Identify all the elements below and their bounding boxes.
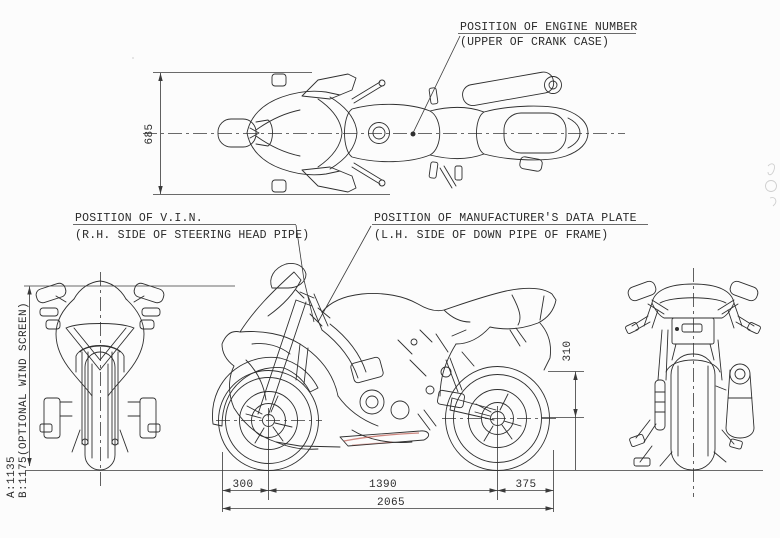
swingarm-side bbox=[445, 357, 497, 421]
rear-view-drawing bbox=[625, 280, 761, 471]
front-fairing bbox=[55, 298, 145, 397]
headlight-vee bbox=[65, 323, 135, 371]
dim-tail-section-height: 310 bbox=[562, 340, 574, 361]
dim-overall-height-a: A:1135 bbox=[6, 456, 18, 498]
fuel-cap bbox=[368, 122, 390, 144]
tail-cowl-rear bbox=[651, 283, 735, 319]
right-bar-end bbox=[141, 307, 161, 317]
tank-seat-tail-line bbox=[321, 287, 557, 345]
right-mirror-top bbox=[301, 166, 357, 193]
dim-310-group: 310 bbox=[541, 340, 584, 470]
rear-tire-rear bbox=[670, 353, 716, 471]
grab-rail-top bbox=[503, 112, 567, 154]
right-mirror-rear bbox=[729, 280, 759, 302]
exhaust-side bbox=[299, 430, 430, 448]
callout-engine-number: POSITION OF ENGINE NUMBER (UPPER OF CRAN… bbox=[410, 21, 638, 137]
callout-vin: POSITION OF V.I.N. (R.H. SIDE OF STEERIN… bbox=[73, 212, 315, 323]
left-mirror-rear bbox=[627, 280, 657, 302]
center-lines bbox=[100, 133, 694, 497]
engine-number-detail: (UPPER OF CRANK CASE) bbox=[460, 36, 609, 49]
top-view-drawing bbox=[217, 71, 589, 193]
windscreen-side bbox=[239, 271, 302, 333]
muffler-rear bbox=[715, 363, 755, 439]
red-exhaust-highlight bbox=[343, 432, 420, 446]
data-plate-detail: (L.H. SIDE OF DOWN PIPE OF FRAME) bbox=[374, 229, 608, 242]
steering-head bbox=[307, 293, 331, 331]
front-fender-side bbox=[212, 356, 319, 427]
dim-overall-length: 2065 bbox=[377, 497, 405, 509]
left-mirror-front bbox=[35, 282, 67, 304]
windscreen-top bbox=[317, 96, 358, 170]
subframe-side bbox=[337, 322, 551, 427]
dim-wheelbase: 1390 bbox=[369, 479, 397, 491]
muffler-top bbox=[462, 71, 555, 107]
dim-front-overhang: 300 bbox=[232, 479, 253, 491]
engine-number-title: POSITION OF ENGINE NUMBER bbox=[460, 21, 638, 34]
data-plate-title: POSITION OF MANUFACTURER'S DATA PLATE bbox=[374, 212, 637, 225]
dim-685-group: 685 bbox=[144, 72, 390, 195]
dim-bottom-group: 300 1390 375 2065 bbox=[222, 406, 554, 512]
dim-height-group: A:1135 B:1175(OPTIONAL WIND SCREEN) bbox=[6, 285, 235, 498]
wheel-centerlines bbox=[216, 418, 556, 421]
vin-title: POSITION OF V.I.N. bbox=[75, 212, 203, 225]
plate-bracket-rear bbox=[671, 317, 715, 345]
front-forks bbox=[81, 351, 119, 445]
scan-artifacts bbox=[132, 57, 777, 207]
dim-top-view-width: 685 bbox=[144, 123, 156, 144]
tail-cowl-top bbox=[476, 105, 589, 161]
engine-number-point bbox=[410, 131, 416, 137]
vin-detail: (R.H. SIDE OF STEERING HEAD PIPE) bbox=[75, 229, 309, 242]
windscreen-front bbox=[73, 280, 127, 300]
fork-side bbox=[257, 291, 315, 417]
data-plate-leader bbox=[317, 225, 372, 323]
side-view-drawing bbox=[212, 263, 557, 471]
vin-leader bbox=[295, 224, 315, 323]
mirror-side bbox=[270, 263, 307, 299]
right-mirror-front bbox=[133, 282, 165, 304]
dim-rear-overhang: 375 bbox=[515, 479, 536, 491]
front-view-drawing bbox=[35, 280, 165, 471]
callout-data-plate: POSITION OF MANUFACTURER'S DATA PLATE (L… bbox=[317, 212, 648, 323]
front-tire-front bbox=[84, 351, 116, 471]
engine-cover bbox=[359, 389, 385, 415]
brake-levers-top bbox=[351, 81, 383, 185]
dim-overall-height-b: B:1175(OPTIONAL WIND SCREEN) bbox=[18, 302, 30, 498]
front-tire-top bbox=[217, 118, 257, 148]
frame-engine-detail bbox=[275, 323, 475, 450]
left-bar-end bbox=[39, 307, 59, 317]
left-mirror-top bbox=[301, 73, 357, 100]
fuel-tank-top bbox=[344, 103, 441, 163]
front-fender-front bbox=[75, 345, 125, 373]
front-fairing-top bbox=[246, 90, 341, 176]
engine-number-leader bbox=[412, 35, 461, 134]
